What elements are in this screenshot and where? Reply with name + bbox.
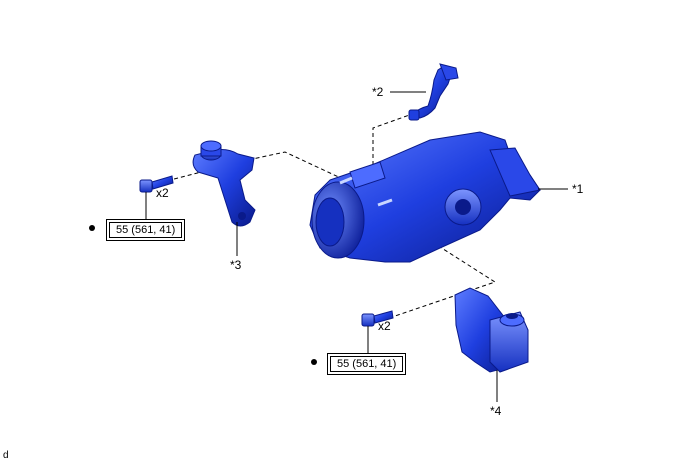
upper-torque-spec: 55 (561, 41) (106, 219, 186, 241)
transfer-assembly (309, 131, 541, 263)
upper-bolt (139, 175, 174, 193)
callout-part-3: *3 (230, 258, 242, 272)
upper-bolt-quantity: x2 (156, 186, 169, 200)
illustration-code: d (3, 450, 9, 461)
callout-part-4: *4 (490, 404, 502, 418)
lower-torque-spec: 55 (561, 41) (327, 353, 407, 375)
callout-part-1: *1 (572, 182, 584, 196)
upper-torque-value: 55 (561, 41) (109, 222, 183, 238)
sensor-part (408, 63, 459, 121)
upper-mount-bracket (192, 140, 256, 227)
lower-bolt (361, 310, 394, 327)
lower-mount-bracket (454, 287, 529, 373)
lower-torque-value: 55 (561, 41) (330, 356, 404, 372)
torque-bullet-icon (311, 359, 317, 365)
torque-bullet-icon (89, 225, 95, 231)
callout-part-2: *2 (372, 85, 384, 99)
lower-bolt-quantity: x2 (378, 319, 391, 333)
